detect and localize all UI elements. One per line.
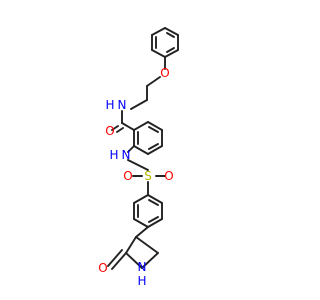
sulfonyl-oxygen-right-label: O — [164, 169, 173, 183]
amide-group — [111, 110, 135, 133]
phenoxy-ring — [151, 27, 179, 58]
sulfonamide-group — [127, 145, 166, 196]
sulfonyl-oxygen-left-label: O — [123, 169, 132, 183]
canvas-background — [0, 0, 300, 300]
pyrrolidinone-ring — [107, 226, 159, 270]
amide-nitrogen-label: N — [118, 98, 127, 112]
amide-hydrogen-label: H — [105, 98, 114, 112]
ethoxy-linker — [130, 56, 166, 110]
sulfonamide-hydrogen-label: H — [109, 148, 118, 162]
ether-oxygen-label: O — [160, 66, 169, 80]
lactam-hydrogen-label: H — [137, 274, 146, 288]
lactam-oxygen-label: O — [98, 261, 107, 275]
sulfonamide-nitrogen-label: N — [122, 148, 131, 162]
chemical-structure: O N H O N H S O O O N H — [0, 0, 300, 300]
sulfur-label: S — [144, 169, 152, 183]
lactam-nitrogen-label: N — [138, 260, 147, 274]
phenyl-ring — [133, 194, 163, 228]
benzamide-ring — [133, 121, 163, 155]
amide-oxygen-label: O — [105, 124, 114, 138]
